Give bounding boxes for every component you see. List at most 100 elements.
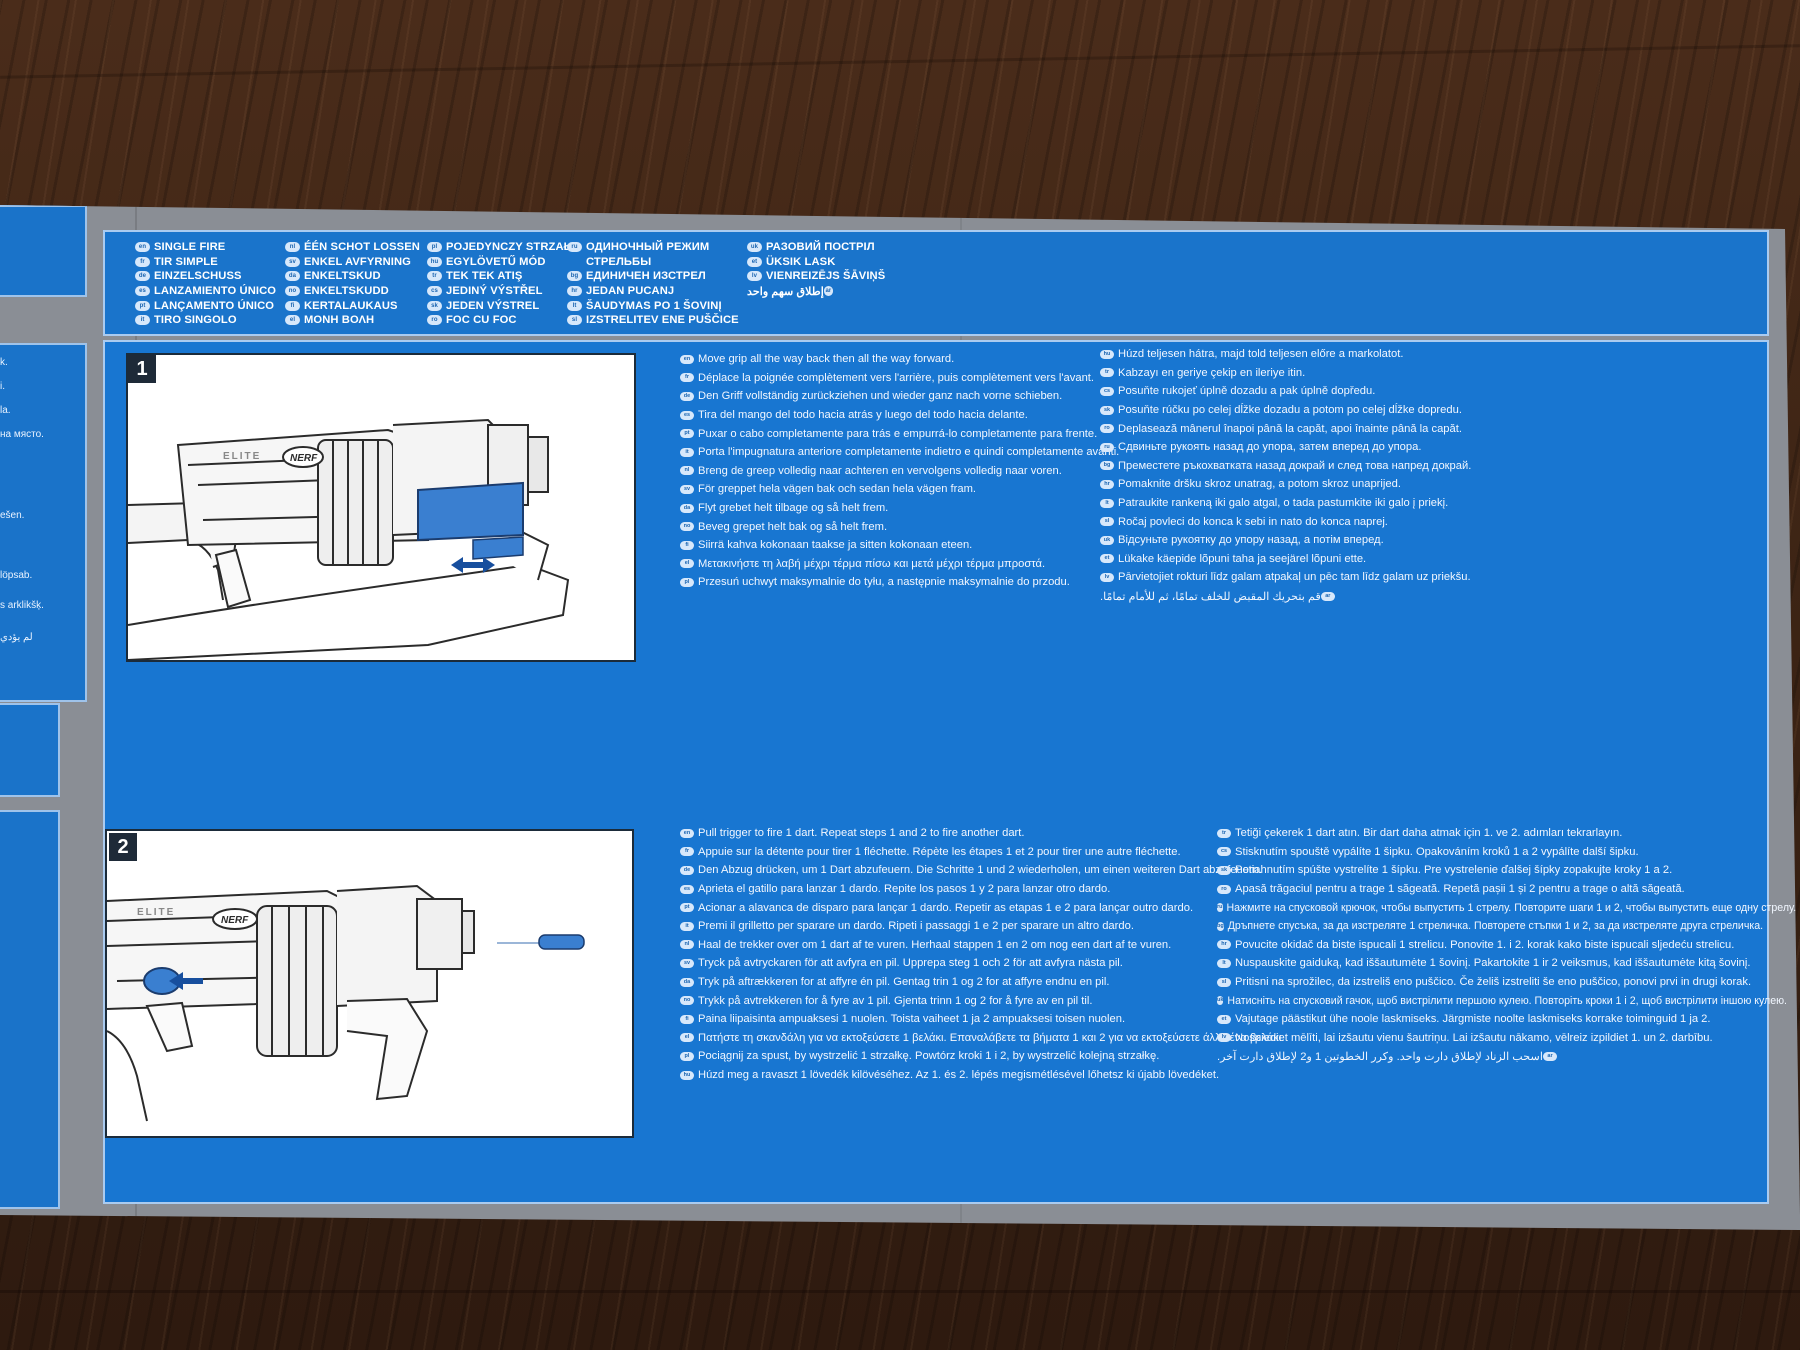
instruction-text: Flyt grebet helt tilbage og så helt frem…: [698, 502, 889, 515]
language-badge: ru: [567, 242, 582, 253]
instruction-text: Tira del mango del todo hacia atrás y lu…: [698, 409, 1028, 422]
floor-seam: [0, 44, 1800, 79]
instruction-text: Pārvietojiet rokturi līdz galam atpakaļ …: [1118, 571, 1471, 584]
language-badge: pt: [680, 429, 694, 439]
language-badge: sl: [1100, 517, 1114, 527]
instruction-text: Ročaj povleci do konca k sebi in nato do…: [1118, 515, 1388, 528]
language-badge: pt: [135, 300, 150, 311]
language-badge: ro: [1100, 424, 1114, 434]
mode-title: EGYLÖVETŰ MÓD: [446, 255, 546, 268]
language-badge: lt: [1217, 958, 1231, 968]
language-badge: tr: [1217, 828, 1231, 838]
instruction-text: För greppet hela vägen bak och sedan hel…: [698, 483, 977, 496]
language-badge: el: [680, 1033, 694, 1043]
language-badge: da: [680, 977, 694, 987]
instruction-text: Breng de greep volledig naar achteren en…: [698, 464, 1062, 477]
left-panel-lower: [0, 703, 60, 797]
language-badge: fr: [680, 847, 694, 857]
mode-title: ENKELTSKUD: [304, 270, 381, 283]
instruction-text: Porta l'impugnatura anteriore completame…: [698, 446, 1120, 459]
mode-title: TEK TEK ATIŞ: [446, 270, 523, 283]
language-badge: sv: [680, 484, 694, 494]
instruction-line: sv För greppet hela vägen bak och sedan h…: [680, 480, 1119, 499]
language-badge: tr: [1100, 368, 1114, 378]
blaster-illustration: NERF ELITE: [128, 418, 570, 660]
language-badge: en: [680, 828, 694, 838]
instruction-text: قم بتحريك المقبض للخلف تمامًا، ثم للأمام…: [1100, 590, 1321, 603]
language-badge: nl: [680, 466, 694, 476]
instruction-text: Move grip all the way back then all the …: [698, 353, 955, 366]
language-badge: hu: [427, 256, 442, 267]
partial-text: لم يؤدي: [0, 632, 33, 643]
double-arrow-icon: [451, 557, 495, 573]
partial-text: s arklikšķ.: [0, 600, 44, 611]
instruction-text: Tryk på aftrækkeren for at affyre én pil…: [698, 976, 1110, 989]
language-badge: fr: [680, 373, 694, 383]
language-badge: it: [680, 447, 694, 457]
language-badge: no: [680, 996, 694, 1006]
instruction-text: Déplace la poignée complètement vers l'a…: [698, 371, 1095, 384]
instruction-line: sl Ročaj povleci do konca k sebi in nato …: [1100, 512, 1490, 531]
mode-title: ŠAUDYMAS PO 1 ŠOVINĮ: [586, 299, 722, 312]
instruction-line: fr Appuie sur la détente pour tirer 1 flé…: [680, 843, 1284, 862]
step-2-illustration: 2: [105, 829, 634, 1138]
language-badge: lv: [1217, 1033, 1231, 1043]
instruction-text: Povucite okidač da biste ispucali 1 stre…: [1235, 938, 1735, 951]
language-badge: pl: [427, 242, 442, 253]
dart-icon: [538, 934, 585, 950]
mode-title: TIRO SINGOLO: [154, 314, 237, 327]
partial-text: löpsab.: [0, 570, 33, 581]
language-badge: ru: [1217, 903, 1223, 913]
mode-title: СТРЕЛЬБЫ: [586, 255, 652, 268]
title-item: СТРЕЛЬБЫ: [567, 255, 739, 270]
language-badge: nl: [680, 940, 694, 950]
language-badge: lv: [747, 271, 762, 282]
nerf-logo-text: NERF: [221, 915, 249, 926]
instruction-text: Tryck på avtryckaren för att avfyra en p…: [698, 957, 1123, 970]
mode-title: ЕДИНИЧЕН ИЗСТРЕЛ: [586, 270, 706, 283]
instruction-text: Acionar a alavanca de disparo para lança…: [698, 901, 1194, 914]
mode-title: ENKEL AVFYRNING: [304, 255, 411, 268]
instruction-text: Μετακινήστε τη λαβή μέχρι τέρμα πίσω και…: [698, 557, 1046, 570]
language-badge: lv: [1100, 572, 1114, 582]
mode-title: FOC CU FOC: [446, 314, 517, 327]
instruction-text: اسحب الزناد لإطلاق دارت واحد. وكرر الخطو…: [1217, 1050, 1543, 1063]
left-panel-top: [0, 205, 87, 297]
language-badge: hu: [1100, 349, 1114, 359]
mode-title: JEDAN PUCANJ: [586, 285, 675, 298]
instruction-text: Kabzayı en geriye çekip en ileriye itin.: [1118, 366, 1306, 379]
language-badge: pl: [680, 1051, 694, 1061]
mode-title: ΜΟΝΗ ΒΟΛΗ: [304, 314, 375, 327]
language-badge: cs: [427, 286, 442, 297]
title-item: hu EGYLÖVETŰ MÓD: [427, 255, 571, 270]
mode-title: TIR SIMPLE: [154, 255, 218, 268]
instruction-text: Appuie sur la détente pour tirer 1 fléch…: [698, 845, 1181, 858]
mode-title: ENKELTSKUDD: [304, 285, 389, 298]
mode-title: IZSTRELITEV ENE PUŠČICE: [586, 314, 739, 327]
language-badge: fi: [285, 300, 300, 311]
mode-title: JEDEN VÝSTREL: [446, 299, 540, 312]
language-badge: et: [1217, 1014, 1231, 1024]
